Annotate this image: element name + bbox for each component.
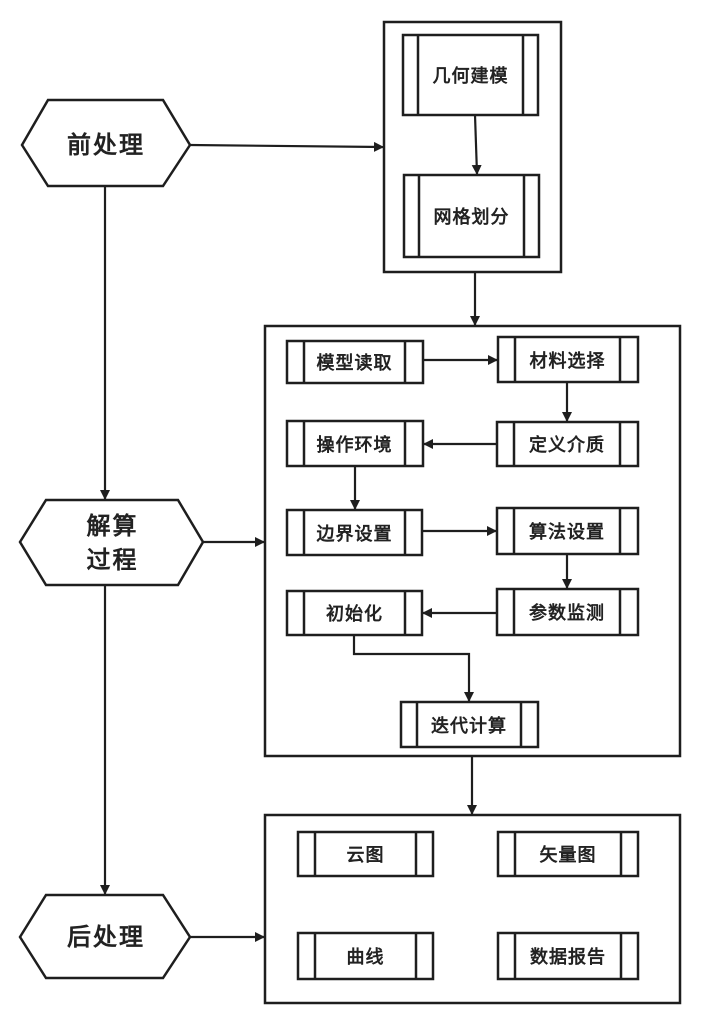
step-model-read-label: 模型读取 xyxy=(316,353,393,374)
output-report-label: 数据报告 xyxy=(530,947,606,968)
step-box-model-read xyxy=(285,339,425,385)
stage-pre-label: 前处理 xyxy=(67,130,145,159)
step-box-mesh xyxy=(402,173,541,259)
step-box-geometry xyxy=(401,33,540,117)
output-box-vector xyxy=(496,830,640,878)
step-iterate-label: 迭代计算 xyxy=(431,715,507,737)
output-curve-label: 曲线 xyxy=(346,947,385,968)
step-medium-label: 定义介质 xyxy=(529,435,605,456)
output-box-report xyxy=(496,931,640,981)
output-contour-label: 云图 xyxy=(346,845,385,866)
step-environment-label: 操作环境 xyxy=(316,434,393,456)
arrow-geometry-to-mesh xyxy=(471,114,482,175)
output-box-curve xyxy=(296,931,435,981)
stage-solve-label-line2: 过程 xyxy=(86,545,139,574)
pre-group-container xyxy=(382,20,563,274)
step-box-boundary xyxy=(285,508,424,557)
stage-solve-label-line1: 解算 xyxy=(86,511,139,540)
stage-post-label: 后处理 xyxy=(67,922,145,951)
output-vector-label: 矢量图 xyxy=(539,845,597,866)
arrow-initialize-to-iterate xyxy=(352,635,474,702)
step-material-label: 材料选择 xyxy=(529,350,606,372)
arrow-pre-to-pregroup xyxy=(189,141,384,152)
stage-solve-label: 解算 过程 xyxy=(40,505,185,581)
step-monitor-label: 参数监测 xyxy=(529,603,605,624)
step-box-iterate xyxy=(399,700,540,749)
step-geometry-label: 几何建模 xyxy=(432,66,509,87)
step-initialize-label: 初始化 xyxy=(326,604,383,625)
step-algorithm-label: 算法设置 xyxy=(529,522,605,543)
step-mesh-label: 网格划分 xyxy=(433,207,510,228)
step-boundary-label: 边界设置 xyxy=(316,523,393,545)
output-box-contour xyxy=(296,830,435,878)
post-group-container xyxy=(263,813,682,1005)
